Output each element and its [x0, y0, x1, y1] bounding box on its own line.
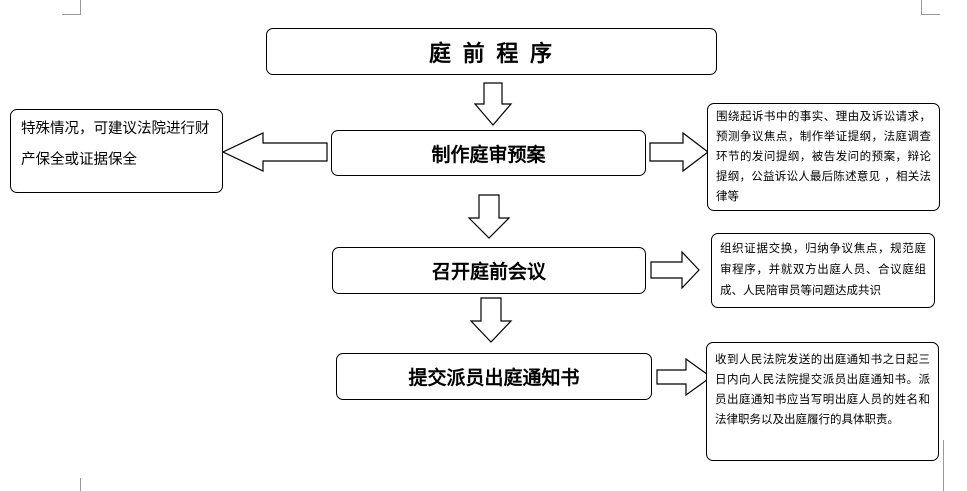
note-box-2: 组织证据交换，归纳争议焦点，规范庭审程序，并就双方出庭人员、合议庭组成、人民陪审… — [711, 233, 935, 308]
note-text-2: 组织证据交换，归纳争议焦点，规范庭审程序，并就双方出庭人员、合议庭组成、人民陪审… — [720, 241, 926, 297]
right-arrow-3 — [656, 357, 713, 397]
down-arrow-2 — [467, 194, 511, 239]
title-text: 庭 前 程 序 — [429, 40, 554, 67]
crop-mark-top-right-h — [921, 14, 940, 15]
side-note-text: 特殊情况，可建议法院进行财产保全或证据保全 — [21, 121, 210, 168]
step-label-2: 召开庭前会议 — [431, 261, 546, 283]
note-text-1: 围绕起诉书中的事实、理由及诉讼请求，预测争议焦点，制作举证提纲，法庭调查环节的发… — [716, 109, 931, 203]
left-arrow — [221, 132, 328, 172]
title-box: 庭 前 程 序 — [266, 28, 717, 75]
side-note-box: 特殊情况，可建议法院进行财产保全或证据保全 — [10, 109, 223, 193]
crop-mark-top-left-h — [62, 14, 81, 15]
right-arrow-1 — [649, 131, 709, 173]
note-box-1: 围绕起诉书中的事实、理由及诉讼请求，预测争议焦点，制作举证提纲，法庭调查环节的发… — [707, 103, 940, 211]
down-arrow-3 — [469, 297, 513, 343]
crop-mark-top-right — [921, 0, 922, 14]
down-arrow-1 — [473, 82, 513, 126]
note-text-3: 收到人民法院发送的出庭通知书之日起三日内向人民法院提交派员出庭通知书。派员出庭通… — [715, 352, 930, 426]
note-box-3: 收到人民法院发送的出庭通知书之日起三日内向人民法院提交派员出庭通知书。派员出庭通… — [706, 342, 939, 461]
crop-mark-top-left — [80, 0, 81, 14]
step-box-2: 召开庭前会议 — [332, 247, 646, 294]
crop-mark-bottom-right — [943, 440, 944, 491]
step-label-1: 制作庭审预案 — [431, 143, 546, 166]
step-box-3: 提交派员出庭通知书 — [336, 353, 652, 400]
step-box-1: 制作庭审预案 — [331, 130, 646, 176]
right-arrow-2 — [650, 250, 700, 290]
crop-mark-bottom-left — [80, 478, 81, 491]
step-label-3: 提交派员出庭通知书 — [408, 367, 580, 389]
